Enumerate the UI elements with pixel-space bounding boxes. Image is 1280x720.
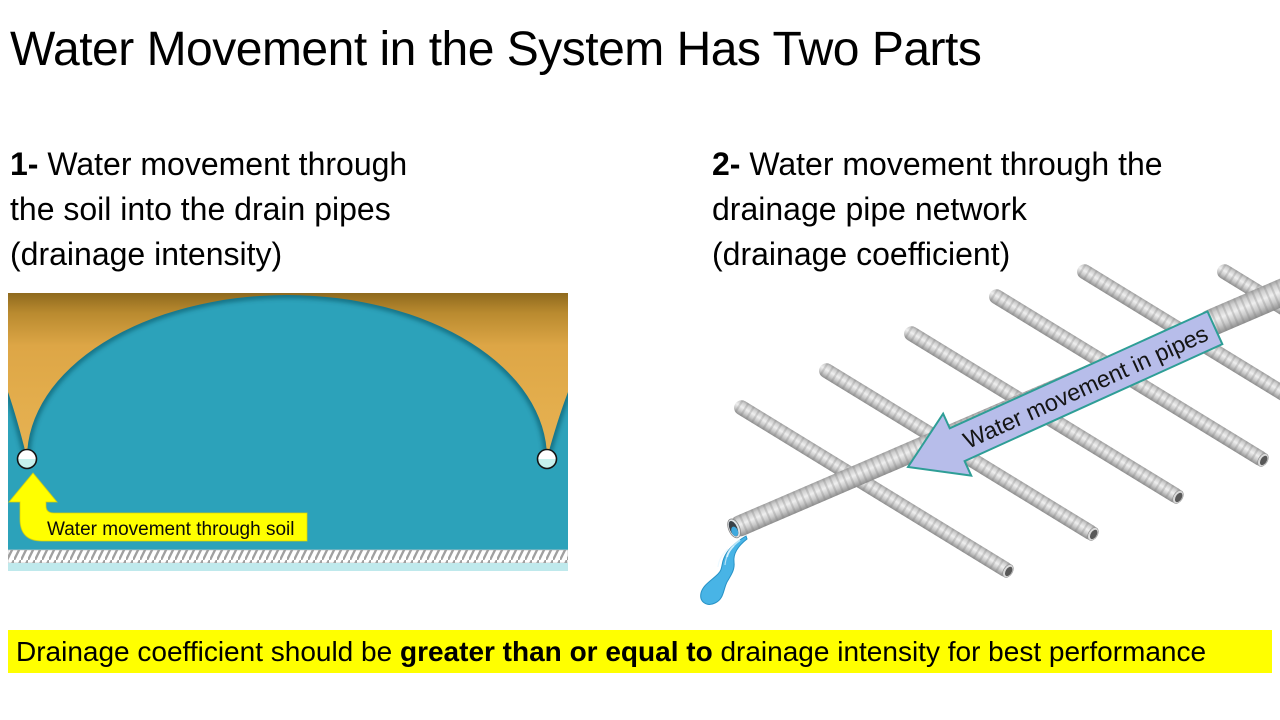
lateral-pipe <box>1077 264 1280 441</box>
soil-layer <box>8 293 568 458</box>
pipe-network-illustration: Water movement in pipes <box>700 264 1280 605</box>
pipe-outlet <box>727 518 741 539</box>
right-column-text: 2- Water movement through the drainage p… <box>712 142 1163 277</box>
water-outflow <box>700 535 748 605</box>
left-column-text: 1- Water movement through the soil into … <box>10 142 407 277</box>
right-col-number: 2- <box>712 146 741 182</box>
right-col-line3: (drainage coefficient) <box>712 236 1011 272</box>
right-col-line1: 2- Water movement through the <box>712 146 1163 182</box>
flow-ripple-lines <box>717 545 735 568</box>
drain-pipe-right <box>536 448 558 470</box>
left-col-line2: the soil into the drain pipes <box>10 191 391 227</box>
pipe-flow-arrow: Water movement in pipes <box>906 310 1224 477</box>
left-col-line1: 1- Water movement through <box>10 146 408 182</box>
sub-layer-strip <box>8 563 568 571</box>
slide-title: Water Movement in the System Has Two Par… <box>10 23 982 76</box>
left-col-line3: (drainage intensity) <box>10 236 283 272</box>
soil-arrow-label: Water movement through soil <box>47 519 294 540</box>
left-arrow-shape <box>906 310 1224 477</box>
soil-drainage-diagram: Water movement through soil <box>8 293 568 571</box>
banner-text-bold: greater than or equal to <box>399 636 713 667</box>
impermeable-layer <box>8 549 568 571</box>
right-col-line2: drainage pipe network <box>712 191 1027 227</box>
bent-up-arrow <box>8 472 308 542</box>
drain-pipe-left <box>16 448 38 470</box>
banner-text-1: Drainage coefficient should be <box>16 636 400 667</box>
soil-water-arrow: Water movement through soil <box>8 472 308 542</box>
banner-text-2: drainage intensity for best performance <box>712 636 1207 667</box>
conclusion-banner: Drainage coefficient should be greater t… <box>8 630 1272 673</box>
lateral-pipe <box>734 400 1014 578</box>
left-col-number: 1- <box>10 146 39 182</box>
